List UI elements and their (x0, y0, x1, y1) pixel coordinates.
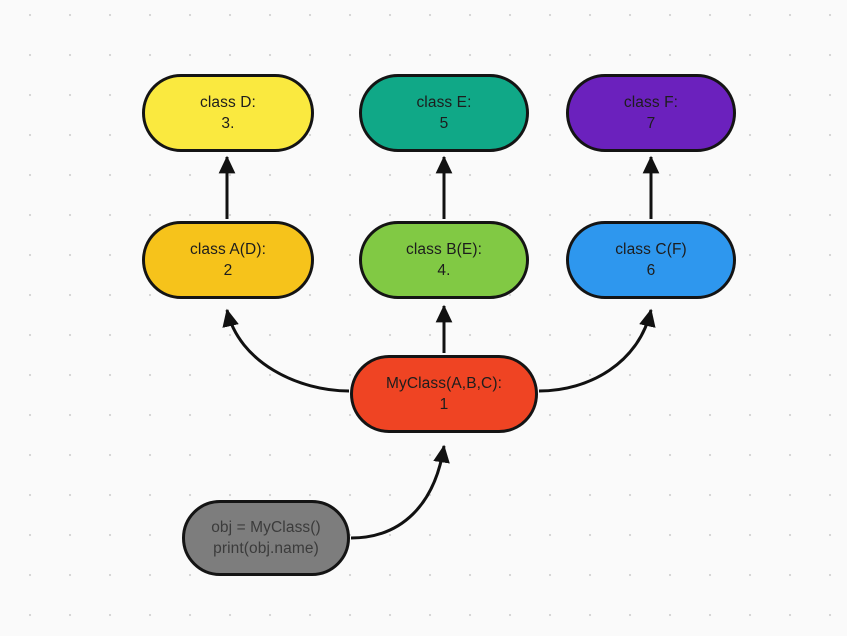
node-class-b-line2: 4. (437, 262, 451, 279)
node-class-c[interactable]: class C(F) 6 (566, 221, 736, 299)
node-class-a-line1: class A(D): (189, 240, 267, 258)
edge-usage-to-myclass (350, 444, 450, 540)
edge-myclass-to-c (538, 308, 656, 393)
node-usage-line1: obj = MyClass() (211, 518, 321, 536)
node-myclass-line2: 1 (439, 396, 449, 413)
node-usage[interactable]: obj = MyClass() print(obj.name) (182, 500, 350, 576)
node-myclass[interactable]: MyClass(A,B,C): 1 (350, 355, 538, 433)
node-class-c-line2: 6 (646, 262, 656, 279)
node-class-e-line2: 5 (439, 115, 449, 132)
node-class-b-line1: class B(E): (405, 240, 483, 258)
node-myclass-line1: MyClass(A,B,C): (385, 374, 503, 392)
node-usage-line2: print(obj.name) (213, 540, 319, 557)
node-class-f-line1: class F: (623, 93, 679, 111)
node-class-e-line1: class E: (416, 93, 472, 111)
node-class-d-line2: 3. (221, 115, 235, 132)
node-class-d[interactable]: class D: 3. (142, 74, 314, 152)
node-class-f[interactable]: class F: 7 (566, 74, 736, 152)
node-class-f-line2: 7 (646, 115, 656, 132)
node-class-a-line2: 2 (223, 262, 233, 279)
node-class-e[interactable]: class E: 5 (359, 74, 529, 152)
node-class-c-line1: class C(F) (615, 240, 687, 258)
node-class-d-line1: class D: (200, 93, 256, 111)
node-class-a[interactable]: class A(D): 2 (142, 221, 314, 299)
edge-myclass-to-a (222, 308, 350, 393)
node-class-b[interactable]: class B(E): 4. (359, 221, 529, 299)
